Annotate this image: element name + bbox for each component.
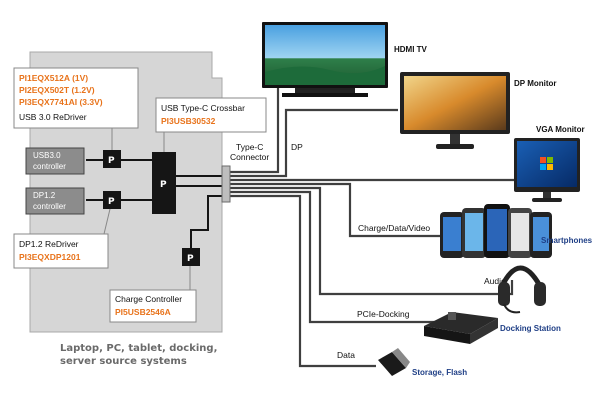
crossbar-callout: USB Type-C Crossbar PI3USB30532 — [155, 97, 267, 152]
device-label-dp-monitor: DP Monitor — [514, 79, 557, 88]
cable-smartphones — [228, 182, 440, 238]
link-label-data: Data — [337, 350, 355, 360]
charge-controller-callout: Charge Controller PI5USB2546A — [109, 266, 197, 323]
device-label-storage: Storage, Flash — [412, 368, 467, 377]
cable-storage — [228, 194, 376, 368]
usb-redriver-chip: P — [103, 150, 121, 168]
dp-monitor-icon — [400, 72, 510, 149]
usb-redriver-callout: PI1EQX512A (1V) PI2EQX502T (1.2V) PI3EQX… — [13, 67, 139, 150]
device-label-hdmi-tv: HDMI TV — [394, 45, 428, 54]
crossbar-chip: P — [152, 152, 176, 214]
crossbar-part: PI3USB30532 — [161, 116, 216, 126]
hdmi-tv-icon — [262, 22, 388, 97]
dp-redriver-chip: P — [103, 191, 121, 209]
charge-controller-label: Charge Controller — [115, 294, 182, 304]
chip-logo: P — [160, 180, 167, 190]
cable-bundle — [228, 73, 520, 368]
charge-controller-chip: P — [182, 248, 200, 266]
connector-label-line1: Type-C — [236, 142, 263, 152]
link-label-dp: DP — [291, 142, 303, 152]
link-label-charge: Charge/Data/Video — [358, 223, 430, 233]
crossbar-label: USB Type-C Crossbar — [161, 103, 245, 113]
usb-controller-line2: controller — [33, 162, 66, 171]
cable-dp-monitor — [228, 108, 398, 178]
link-label-pcie: PCIe-Docking — [357, 309, 410, 319]
link-label-audio: Audio — [484, 276, 506, 286]
usb-controller: USB3.0 controller — [25, 147, 85, 175]
cable-docking — [228, 190, 438, 324]
headset-icon — [498, 265, 546, 314]
chip-logo: P — [108, 156, 115, 166]
wire-charge-connector — [190, 195, 226, 248]
type-c-connector: Type-C Connector — [221, 142, 269, 203]
docking-station-icon — [424, 312, 498, 344]
dp-controller: DP1.2 controller — [25, 187, 85, 215]
chip-logo: P — [187, 254, 194, 264]
device-label-vga-monitor: VGA Monitor — [536, 125, 585, 134]
cable-headset — [228, 186, 514, 296]
vga-monitor-icon — [514, 138, 580, 202]
dp-redriver-label: DP1.2 ReDriver — [19, 239, 79, 249]
connector-label-line2: Connector — [230, 152, 269, 162]
dp-redriver-part: PI3EQXDP1201 — [19, 252, 81, 262]
device-label-smartphones: Smartphones — [541, 236, 593, 245]
usb-controller-line1: USB3.0 — [33, 151, 61, 160]
dp-controller-line1: DP1.2 — [33, 191, 56, 200]
smartphones-icon — [440, 204, 552, 258]
usb-redriver-part-3: PI3EQX7741AI (3.3V) — [19, 97, 103, 107]
charge-controller-part: PI5USB2546A — [115, 307, 171, 317]
dp-redriver-callout: DP1.2 ReDriver PI3EQXDP1201 — [13, 208, 111, 269]
dp-controller-line2: controller — [33, 202, 66, 211]
source-caption-line2: server source systems — [60, 356, 187, 367]
source-caption-line1: Laptop, PC, tablet, docking, — [60, 343, 217, 354]
flash-drive-icon — [378, 348, 410, 376]
usb-redriver-part-2: PI2EQX502T (1.2V) — [19, 85, 95, 95]
device-label-docking: Docking Station — [500, 324, 561, 333]
usb-redriver-label: USB 3.0 ReDriver — [19, 112, 87, 122]
usb-redriver-part-1: PI1EQX512A (1V) — [19, 73, 88, 83]
internal-wires — [86, 159, 226, 248]
chip-logo: P — [108, 197, 115, 207]
